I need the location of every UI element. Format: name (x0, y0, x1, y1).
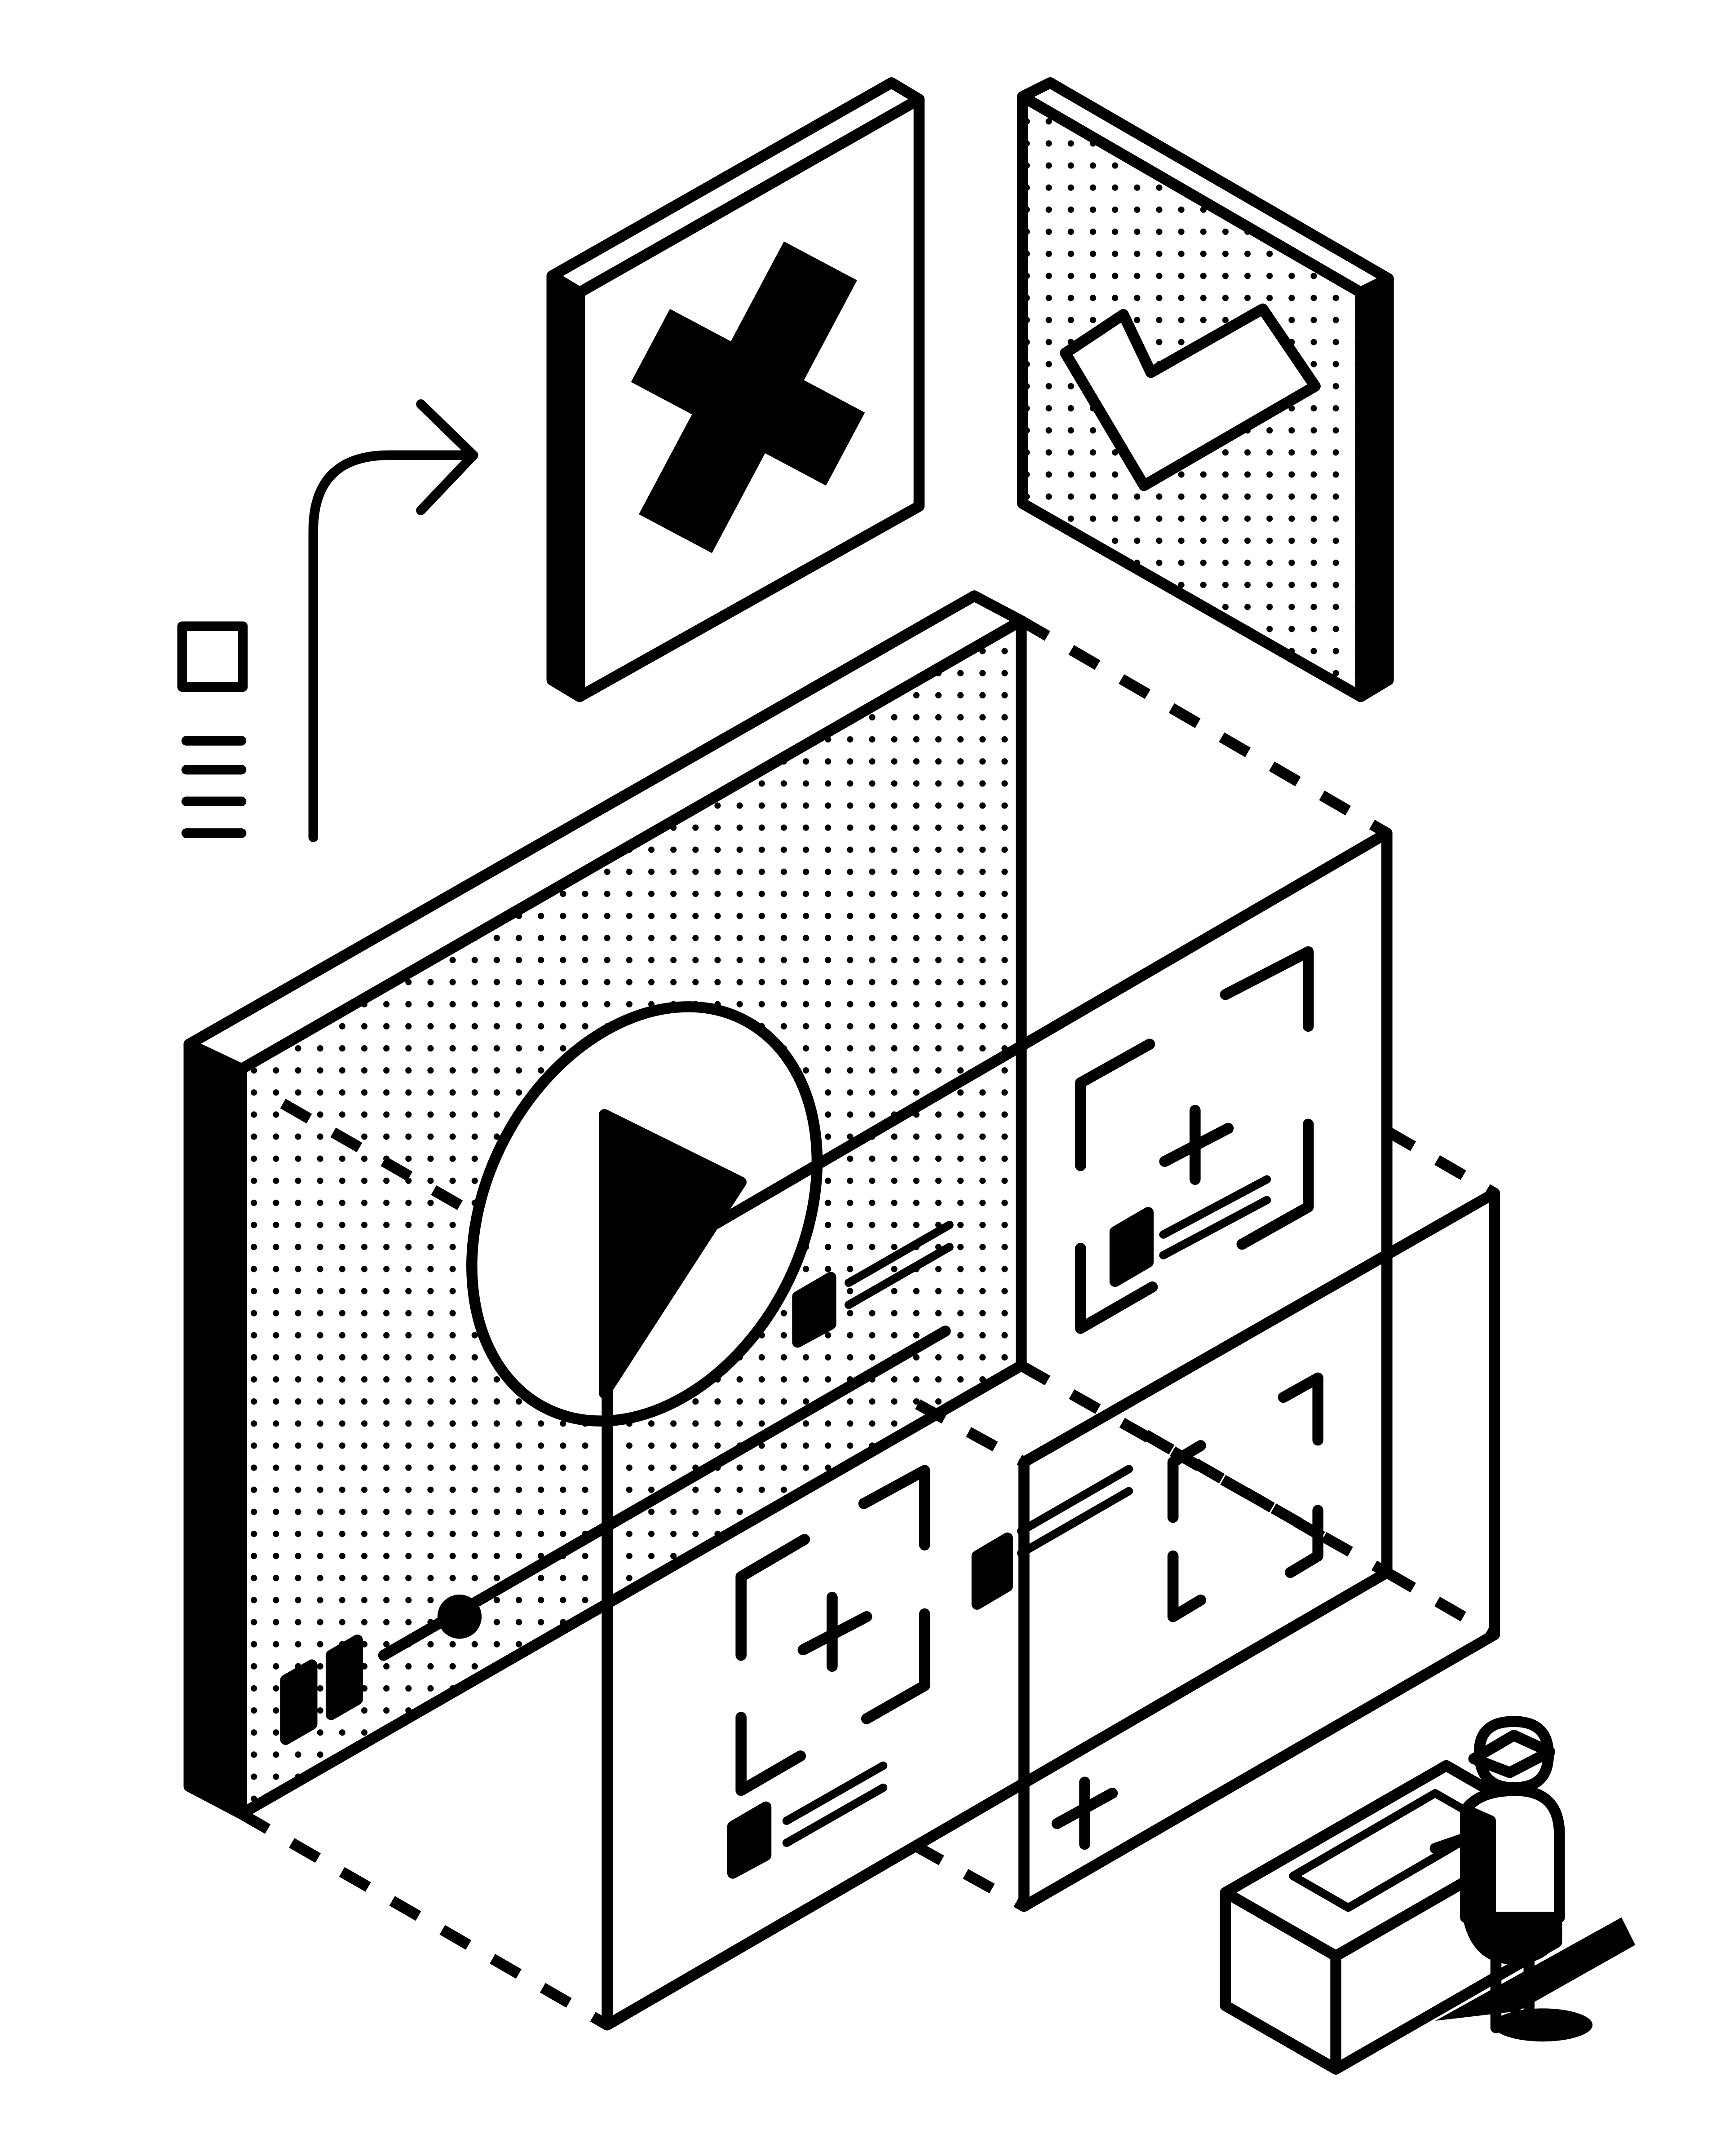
check-mark-icon (1060, 303, 1321, 491)
x-mark-icon (631, 241, 865, 553)
small-thumb (792, 1272, 836, 1348)
plus-icon (1051, 1776, 1118, 1850)
person (1429, 1716, 1565, 2033)
pause-icon (280, 1635, 363, 1745)
add-card-lower (727, 1465, 930, 1879)
plus-icon (797, 1591, 872, 1672)
bracket-frame-right (971, 1372, 1324, 1622)
progress-track (378, 1325, 951, 1661)
video-player-panel (183, 590, 1027, 1820)
progress-knob (437, 1595, 482, 1639)
curved-arrow-icon (308, 399, 478, 842)
add-card-upper (1075, 946, 1314, 1335)
overlay-frames (602, 827, 1500, 2031)
cap (1468, 1730, 1556, 1778)
plus-icon (1159, 1105, 1234, 1185)
reject-card (546, 77, 925, 702)
person-at-desk (1220, 1716, 1636, 2075)
document-lines-icon (177, 621, 248, 838)
approve-card (1017, 77, 1394, 702)
